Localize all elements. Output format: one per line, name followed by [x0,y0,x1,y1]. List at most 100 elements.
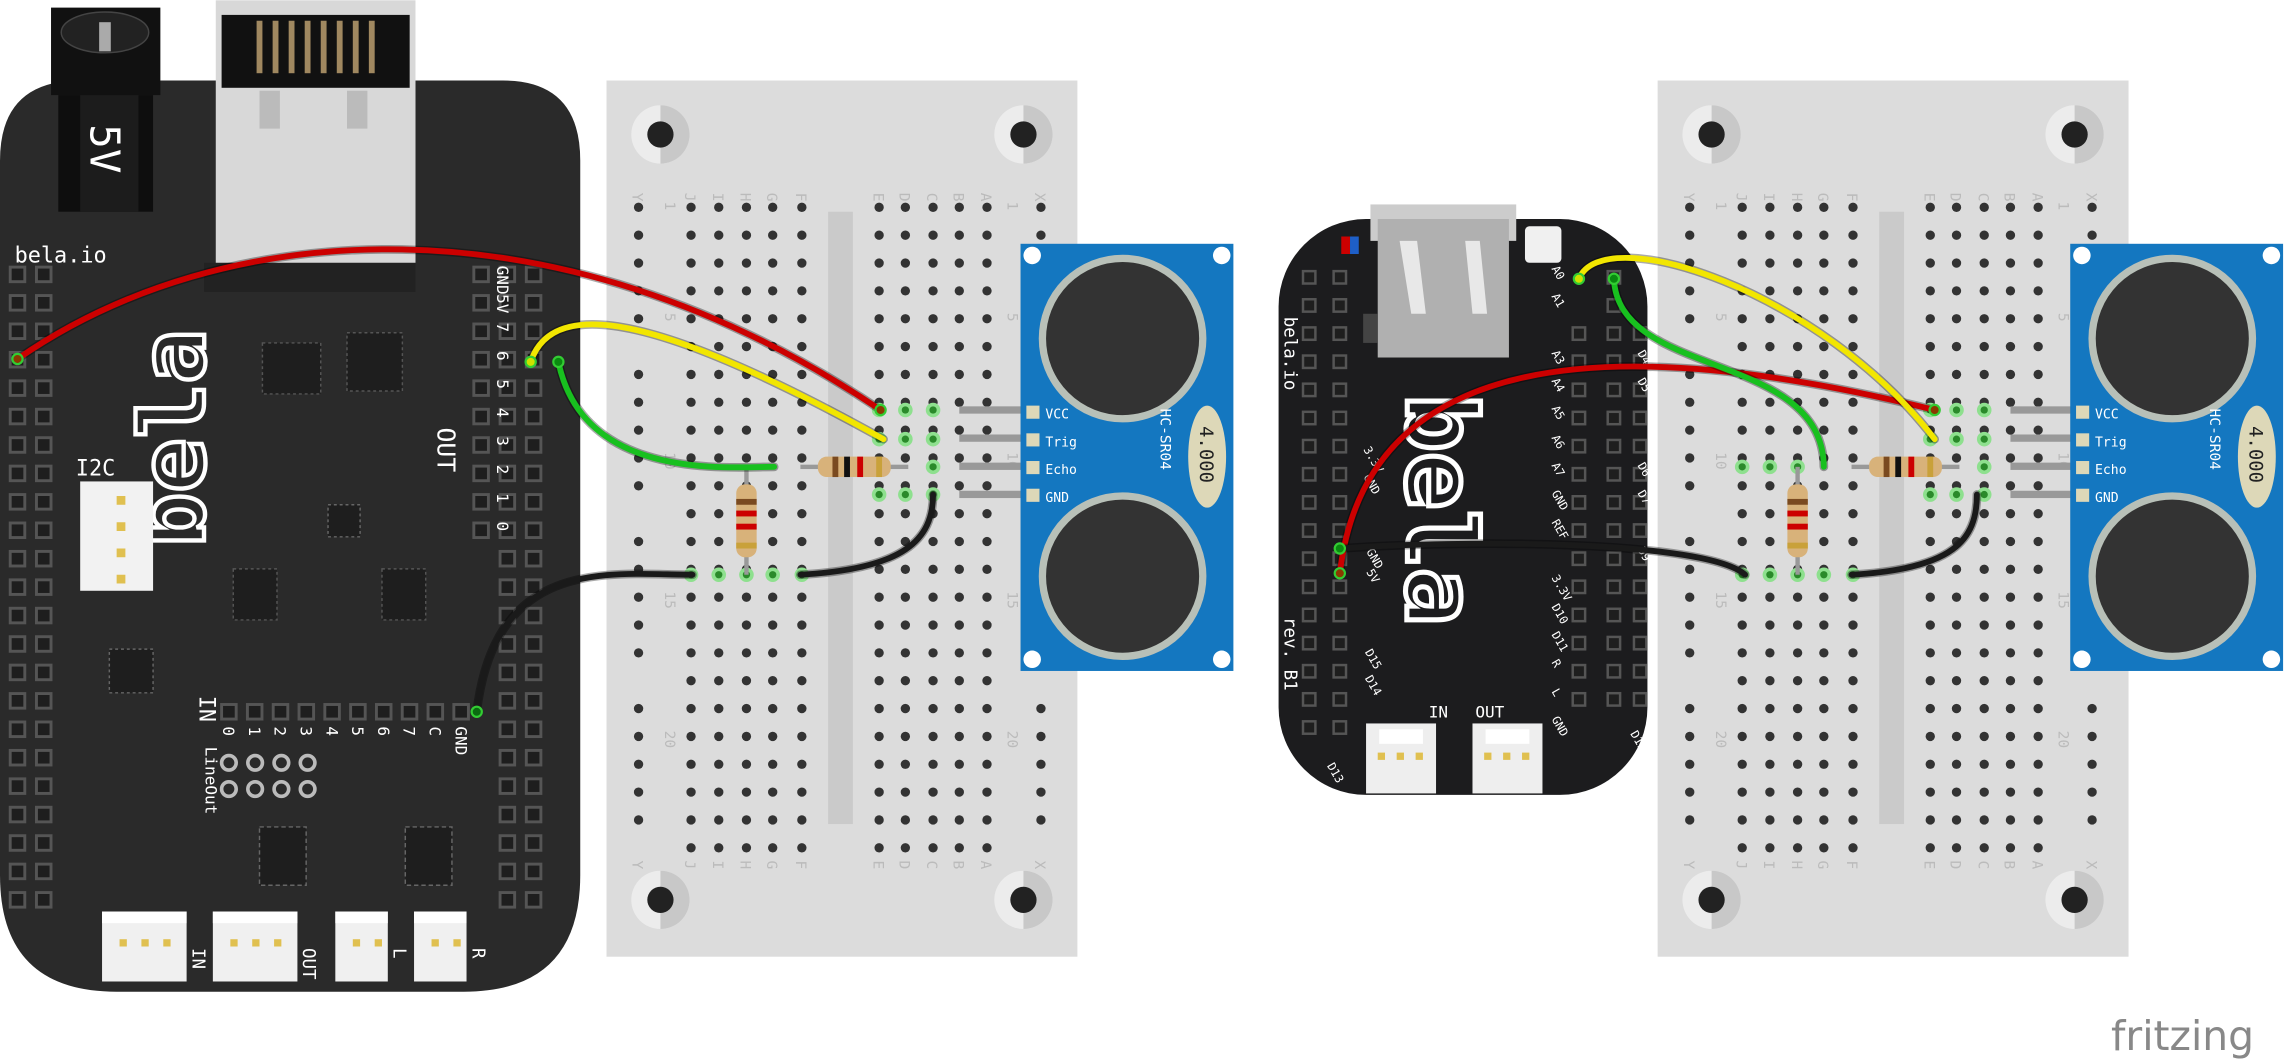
header-pin-hole [501,638,514,650]
breadboard-hole [1848,843,1858,853]
resistor-band [1927,456,1934,478]
header-pin-hole [1304,553,1315,564]
row-number: 15 [661,591,678,609]
resistors [736,456,1960,575]
header-pin-hole [403,705,416,718]
breadboard-hole [2033,369,2043,380]
header-pin-hole [1573,694,1584,705]
breadboard-hole [928,703,938,714]
breadboard-hole [714,815,724,825]
header-pin-hole [1635,469,1646,480]
header-pin-hole [475,297,487,309]
breadboard-hole [2087,759,2097,769]
breadboard-hole [2033,258,2043,268]
jack-label: 5V [80,124,128,173]
header-pin-hole [37,751,50,764]
resistor-band [736,523,757,530]
breadboard-hole [686,843,696,853]
breadboard-hole [1925,508,1935,519]
breadboard-hole [2005,481,2016,491]
audio-connector-label: R [467,948,487,959]
header-pin-hole [1608,328,1619,339]
breadboard-hole [741,592,752,602]
breadboard-hole [1848,787,1858,797]
wire-trig [527,321,887,443]
breadboard-hole [1792,620,1803,630]
breadboard-hole [1737,759,1747,769]
breadboard-hole [1848,731,1858,742]
wire-end [1607,272,1621,285]
breadboard-hole [1765,787,1775,797]
header-pin-hole [11,723,24,736]
breadboard-hole [954,620,964,630]
breadboard-hole [874,815,884,825]
breadboard-hole [954,843,964,853]
header-pin-hole [37,808,50,821]
breadboard-hole [714,759,724,769]
header-pin-hole [37,297,50,309]
mount-hole-shadow [660,870,690,930]
breadboard-hole [686,369,696,380]
sensor-mount-hole [2262,246,2281,265]
breadboard-hole [1819,536,1829,547]
breadboard-hole [686,453,696,463]
column-label: J [681,860,698,869]
breadboard-hole [1951,341,1962,352]
breadboard-hole [714,425,724,435]
pin-headers [8,265,543,909]
breadboard-hole [1951,843,1962,853]
breadboard-hole [686,703,696,714]
breadboard-hole [1819,369,1829,380]
analog-pin-label: 5 [348,726,367,736]
breadboard-hole [1792,341,1803,352]
resistor-band [1895,456,1902,478]
connected-hole-center [1738,463,1746,471]
digital-pin-label: 5 [493,379,512,389]
breadboard-hole [982,314,992,324]
breadboard-hole [982,759,992,769]
breadboard-hole [982,397,992,407]
breadboard-hole [797,341,807,352]
breadboard-hole [686,481,696,491]
analog-pin-label: 4 [322,726,341,736]
header-pin-hole [37,325,50,338]
breadboard-hole [1737,787,1747,797]
breadboard-hole [1685,453,1695,463]
header-pin-hole [527,552,540,565]
breadboard-hole [633,731,644,742]
header-pin-hole [1608,525,1619,536]
breadboard-hole [1925,703,1935,714]
breadboard-hole [633,314,644,324]
header-pin-hole [1334,272,1345,283]
breadboard-hole [1792,815,1803,825]
column-label: Y [1680,860,1697,869]
audio-contact [230,939,238,947]
sensor-mount-hole [2073,246,2091,265]
breadboard-hole [954,202,964,213]
wire-5v [14,246,884,413]
column-label: D [896,860,913,869]
breadboard-hole [797,592,807,602]
sensor-mount-hole [1212,650,1231,669]
breadboard-hole [1951,453,1962,463]
column-label: B [2001,860,2018,869]
resistor-band [832,456,839,478]
wire-gnd-mini [1336,540,1749,578]
breadboard-hole [1925,258,1935,268]
breadboard-hole [797,453,807,463]
breadboard-hole [2005,731,2016,742]
breadboard-hole [633,481,644,491]
mount-hole [647,121,674,148]
header-pin-hole [475,524,487,537]
breadboard-hole [982,815,992,825]
column-label: C [1974,193,1991,202]
breadboard-hole [1979,230,1989,240]
wire-end [470,705,483,718]
breadboard-hole [741,314,752,324]
header-pin-hole [527,865,540,878]
header-pin-hole [37,439,50,451]
breadboard-hole [768,592,778,602]
breadboard-hole [1765,230,1775,240]
